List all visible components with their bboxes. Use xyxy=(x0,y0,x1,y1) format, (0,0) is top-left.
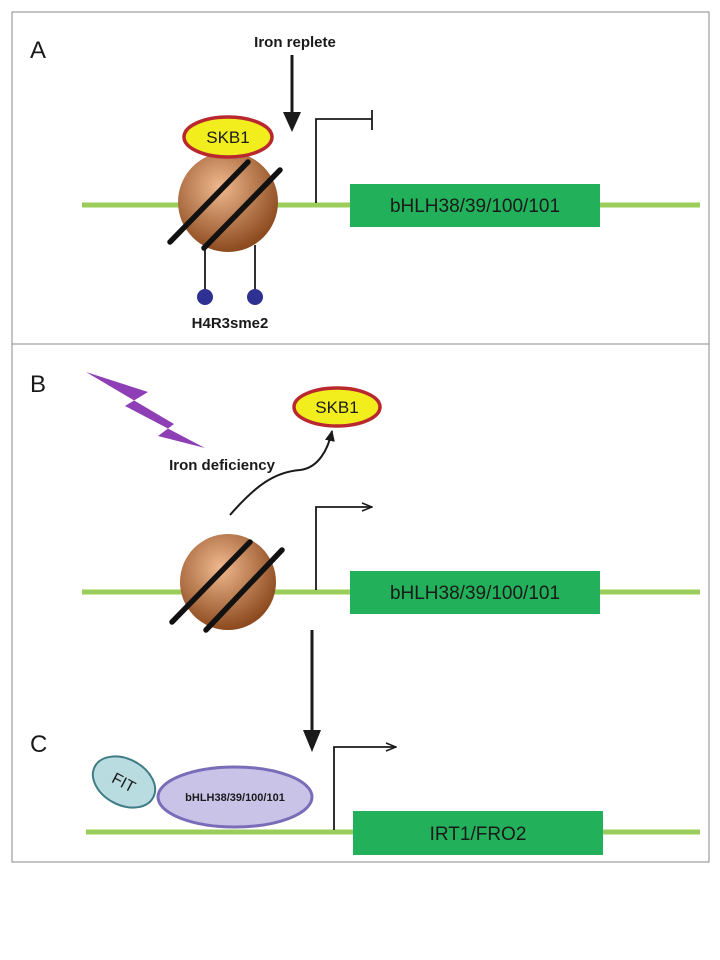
fit-protein: FIT xyxy=(91,755,157,809)
methyl-dot-icon xyxy=(197,289,213,305)
histone-mark-label: H4R3sme2 xyxy=(192,315,269,332)
skb1-label-b: SKB1 xyxy=(315,398,358,417)
panel-c: C IRT1/FRO2 bHLH38/39/100/101 FIT xyxy=(30,731,700,855)
skb1-label-a: SKB1 xyxy=(206,128,249,147)
nucleosome-icon xyxy=(169,534,285,633)
gene-box-b xyxy=(350,571,600,614)
nucleosome-icon xyxy=(167,152,283,252)
iron-replete-label: Iron replete xyxy=(254,34,336,51)
gene-label-a: bHLH38/39/100/101 xyxy=(390,196,560,217)
figure-frame xyxy=(11,11,710,863)
gene-box-a xyxy=(350,184,600,227)
bhlh-factor-label: bHLH38/39/100/101 xyxy=(185,792,285,804)
active-promoter-icon xyxy=(333,747,396,830)
skb1-protein-a: SKB1 xyxy=(182,115,274,159)
down-arrow-icon xyxy=(283,55,301,132)
lightning-icon xyxy=(86,372,205,448)
iron-deficiency-label: Iron deficiency xyxy=(169,457,276,474)
blocked-promoter-icon xyxy=(315,110,373,203)
gene-box-c xyxy=(353,811,603,855)
panel-b-letter: B xyxy=(30,371,46,398)
gene-label-b: bHLH38/39/100/101 xyxy=(390,583,560,604)
panel-b: B Iron deficiency SKB1 bHLH38/39/100/101 xyxy=(30,371,700,752)
bhlh-factor: bHLH38/39/100/101 xyxy=(156,765,314,829)
downstream-arrow-icon xyxy=(303,630,321,752)
panel-c-letter: C xyxy=(30,731,47,758)
panel-a-letter: A xyxy=(30,37,46,64)
methyl-dot-icon xyxy=(247,289,263,305)
active-promoter-icon xyxy=(315,507,372,590)
curved-arrow-icon xyxy=(229,430,335,516)
skb1-protein-b: SKB1 xyxy=(292,386,382,428)
gene-label-c: IRT1/FRO2 xyxy=(430,824,527,845)
panel-a: A bHLH38/39/100/101 H4R3sme2 SKB1 Iron r… xyxy=(30,34,700,332)
